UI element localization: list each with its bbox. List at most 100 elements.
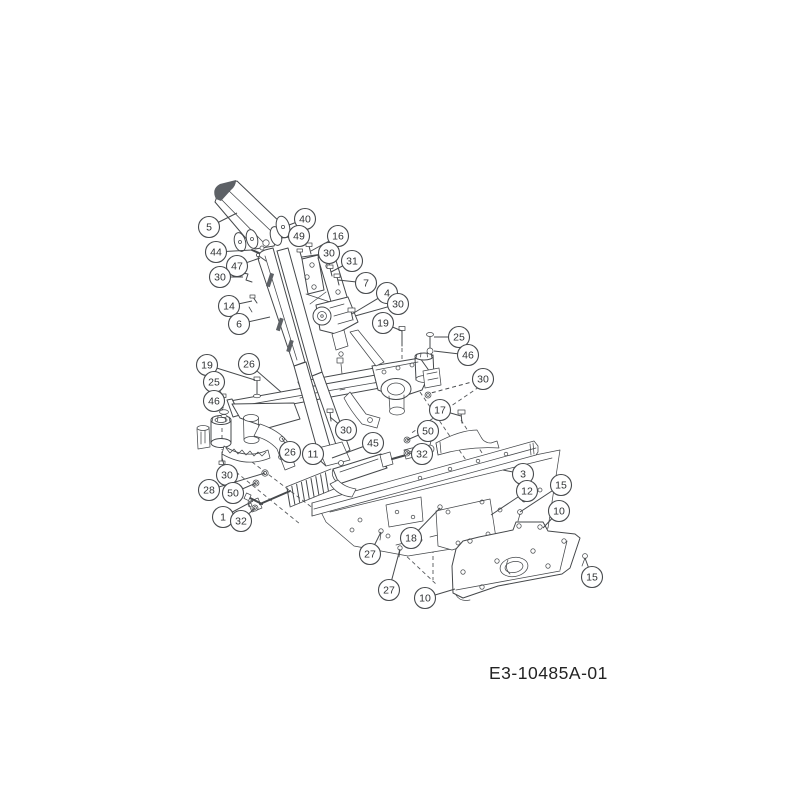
balloon-circle (278, 440, 302, 464)
balloon-circle (358, 542, 382, 566)
balloon-number: 45 (367, 438, 379, 450)
callout-44: 44 (204, 240, 253, 264)
balloon-number: 16 (332, 231, 344, 243)
balloon-number: 6 (236, 319, 242, 331)
lift-arm (214, 180, 291, 262)
balloon-circle (547, 499, 571, 523)
balloon-number: 40 (299, 214, 311, 226)
callout-50: 50 (221, 481, 257, 505)
balloon-number: 1 (220, 512, 226, 524)
balloon-circle (354, 271, 378, 295)
balloon-number: 7 (363, 278, 369, 290)
balloon-number: 19 (201, 360, 213, 372)
balloon-circle (416, 419, 440, 443)
balloon-number: 49 (293, 231, 305, 243)
balloon-number: 11 (308, 449, 319, 461)
callout-25: 25 (434, 325, 471, 349)
steering-hook (329, 479, 357, 498)
callout-10: 10 (542, 499, 571, 529)
bolt-30-mid (329, 411, 332, 422)
callout-30: 30 (329, 416, 358, 442)
balloon-circle (326, 224, 350, 248)
disc-49 (245, 229, 259, 249)
callout-30: 30 (301, 241, 341, 265)
callout-10: 10 (413, 586, 456, 610)
baffle-strip (435, 429, 500, 456)
balloon-number: 3 (520, 469, 526, 481)
fitting-44 (251, 249, 260, 254)
callout-49: 49 (280, 224, 311, 248)
balloon-circle (549, 473, 573, 497)
balloon-circle (386, 292, 410, 316)
balloon-circle (202, 389, 226, 413)
balloon-number: 30 (392, 299, 404, 311)
callout-30: 30 (354, 292, 410, 317)
bolt-16 (308, 245, 312, 255)
balloon-number: 47 (231, 261, 243, 273)
balloon-circle (515, 479, 539, 503)
balloon-circle (197, 478, 221, 502)
bolt-17 (460, 412, 463, 424)
balloon-number: 46 (462, 350, 474, 362)
balloon-number: 30 (477, 374, 489, 386)
callout-26: 26 (237, 352, 282, 393)
balloon-number: 12 (521, 486, 533, 498)
balloon-circle (221, 481, 245, 505)
callout-6: 6 (227, 312, 271, 336)
sector-gear (221, 445, 271, 463)
balloon-number: 15 (555, 480, 567, 492)
balloon-number: 26 (243, 359, 255, 371)
balloon-circle (399, 526, 423, 550)
callout-19: 19 (371, 311, 403, 335)
nut-30 (424, 391, 432, 399)
balloon-circle (410, 442, 434, 466)
balloon-number: 32 (235, 516, 247, 528)
skirt-plate (385, 496, 424, 528)
lift-column (257, 247, 351, 467)
balloon-circle (334, 418, 358, 442)
callout-30: 30 (215, 457, 239, 487)
balloon-number: 10 (419, 593, 431, 605)
balloon-circle (447, 325, 471, 349)
balloon-circle (317, 241, 341, 265)
balloon-circle (361, 431, 385, 455)
cover-panel-10 (451, 521, 581, 601)
balloon-number: 10 (553, 506, 565, 518)
washer-46-left (219, 409, 229, 415)
fitting-47 (258, 255, 267, 262)
balloon-number: 25 (453, 332, 465, 344)
balloon-circle (287, 224, 311, 248)
hub-assembly (371, 357, 431, 416)
balloon-circle (237, 352, 261, 376)
callout-28: 28 (197, 472, 266, 502)
callout-47: 47 (225, 254, 261, 278)
deck-rail (311, 429, 539, 517)
callout-46: 46 (202, 389, 226, 413)
arm-cap (214, 180, 236, 201)
balloon-number: 50 (422, 426, 434, 438)
support-arm (343, 391, 381, 429)
balloon-circle (377, 578, 401, 602)
bolt-30 (299, 251, 303, 260)
balloon-number: 5 (206, 222, 212, 234)
balloon-circle (204, 240, 228, 264)
balloon-number: 27 (383, 585, 395, 597)
callout-19: 19 (195, 353, 256, 381)
callout-30: 30 (208, 265, 243, 289)
callout-31: 31 (330, 249, 364, 273)
callout-15: 15 (519, 473, 573, 513)
callout-26: 26 (278, 437, 302, 464)
bolt-7 (336, 276, 340, 286)
balloon-number: 18 (405, 533, 417, 545)
sleeve-assembly (398, 326, 442, 399)
callout-30: 30 (430, 367, 495, 394)
balloon-number: 30 (214, 272, 226, 284)
callout-18: 18 (399, 507, 441, 550)
callout-27: 27 (358, 531, 382, 566)
balloon-number: 25 (208, 377, 220, 389)
balloon-number: 46 (208, 396, 220, 408)
bellows-boot (286, 472, 329, 507)
callout-3: 3 (502, 462, 535, 486)
bolt-4 (350, 310, 354, 321)
